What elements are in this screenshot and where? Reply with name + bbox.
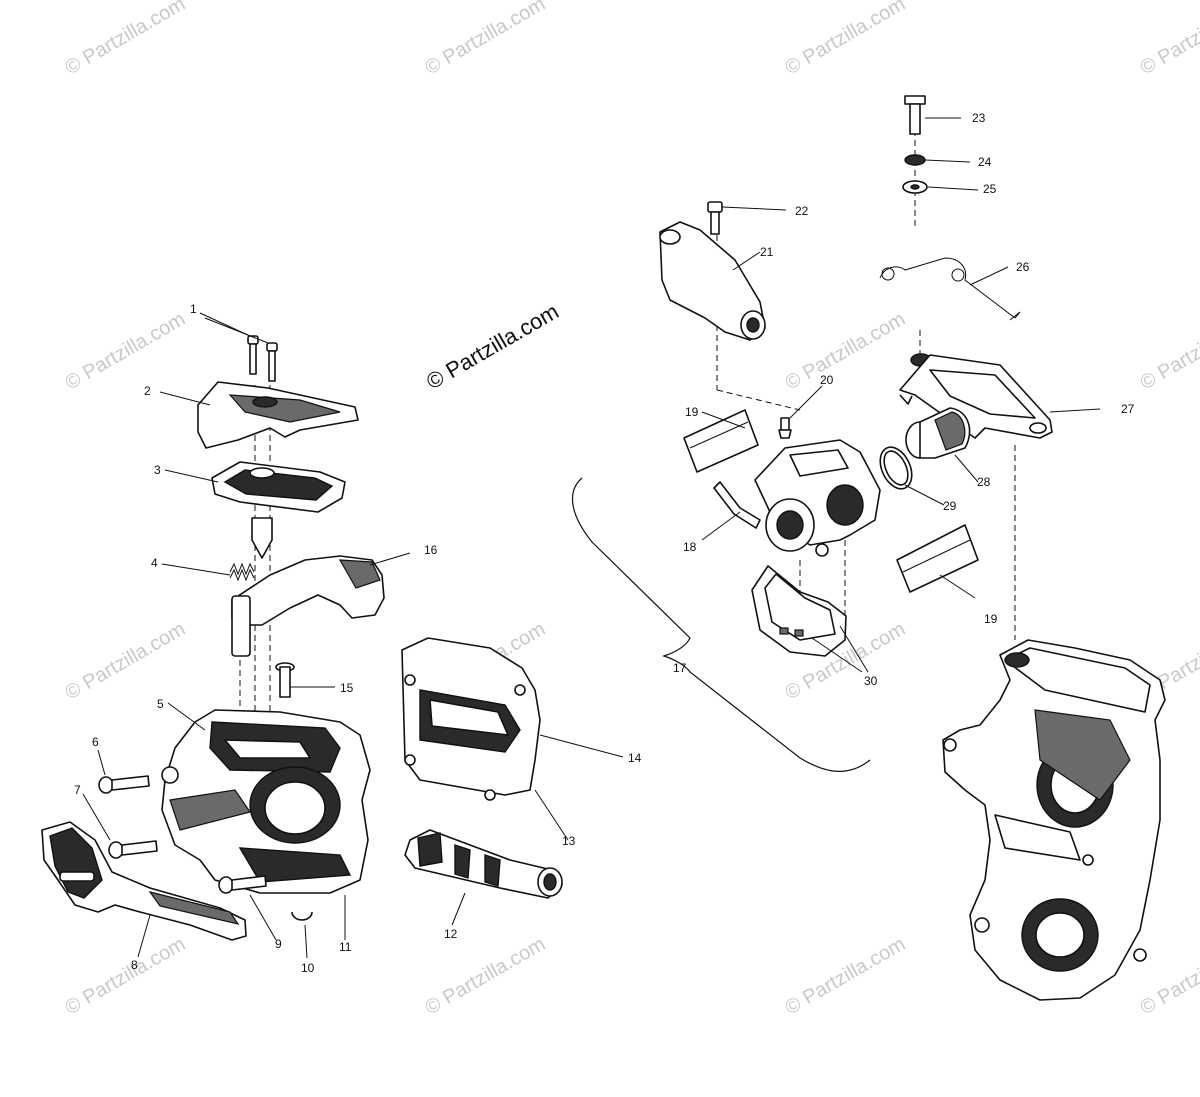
callout-21: 21 (760, 245, 774, 259)
part-26-spring (879, 257, 1021, 321)
callout-17: 17 (673, 661, 687, 675)
watermark: © Partzilla.com (62, 308, 190, 394)
watermark: © Partzilla.com (1137, 933, 1200, 1019)
callout-18: 18 (683, 540, 697, 554)
watermark: © Partzilla.com (782, 308, 910, 394)
callout-1: 1 (190, 302, 197, 316)
gearcase-housing (942, 639, 1166, 1001)
callout-4: 4 (151, 556, 158, 570)
right-assembly (571, 95, 1166, 1001)
callout-11: 11 (339, 940, 352, 954)
watermark: © Partzilla.com (62, 618, 190, 704)
watermark: © Partzilla.com (1137, 0, 1200, 79)
callout-3: 3 (154, 463, 161, 477)
callout-20: 20 (820, 373, 834, 387)
part-3-diaphragm (211, 461, 346, 513)
callout-29: 29 (943, 499, 957, 513)
part-8-brake-lever (41, 821, 247, 941)
part-13-clamp (401, 637, 541, 801)
callout-15: 15 (340, 681, 354, 695)
assembly-axis (716, 389, 801, 411)
callout-28: 28 (977, 475, 991, 489)
callout-24: 24 (978, 155, 992, 169)
part-5-housing (161, 709, 371, 894)
watermark: © Partzilla.com (422, 933, 550, 1019)
part-9-screw (218, 875, 267, 894)
part-1-screws (247, 335, 278, 382)
callout-30: 30 (864, 674, 878, 688)
callouts: 1 2 3 4 5 6 7 8 9 10 11 12 13 14 15 16 1… (74, 111, 1135, 975)
part-7-screw (108, 840, 158, 859)
callout-10: 10 (301, 961, 315, 975)
callout-23: 23 (972, 111, 986, 125)
callout-12: 12 (444, 927, 458, 941)
callout-2: 2 (144, 384, 151, 398)
part-30-pads (751, 565, 847, 657)
caliper-body (754, 439, 881, 557)
callout-8: 8 (131, 958, 138, 972)
part-22-bolt (707, 201, 723, 235)
callout-16: 16 (424, 543, 438, 557)
part-4-spring (229, 562, 255, 582)
part-18-hose (713, 481, 761, 529)
part-24-lockwasher (904, 154, 926, 166)
watermark: © Partzilla.com (62, 933, 190, 1019)
left-assembly (41, 335, 563, 941)
part-28-piston (905, 407, 971, 459)
part-29-seal (879, 446, 913, 490)
watermark: © Partzilla.com (1137, 308, 1200, 394)
part-25-washer (902, 180, 928, 194)
part-16-throttle-lever (231, 555, 385, 657)
watermark: © Partzilla.com (782, 0, 910, 79)
leader-lines (82, 117, 1101, 959)
part-12-sleeve (404, 829, 563, 899)
callout-25: 25 (983, 182, 997, 196)
watermark: © Partzilla.com (62, 0, 190, 79)
callout-14: 14 (628, 751, 642, 765)
part-20-bleeder (778, 417, 792, 439)
group-bracket (571, 477, 871, 772)
part-27-plate (899, 353, 1053, 439)
watermark: © Partzilla.com (422, 0, 550, 79)
callout-19: 19 (984, 612, 998, 626)
callout-6: 6 (92, 735, 99, 749)
part-6-screw (98, 775, 150, 794)
watermark: © Partzilla.com (782, 933, 910, 1019)
plunger (251, 517, 273, 559)
part-10-clip (291, 911, 313, 921)
callout-27: 27 (1121, 402, 1135, 416)
callout-13: 13 (562, 834, 576, 848)
part-15-pin (275, 662, 295, 698)
part-23-bolt (904, 95, 926, 135)
part-2-cover (197, 381, 359, 449)
callout-5: 5 (157, 697, 164, 711)
callout-26: 26 (1016, 260, 1030, 274)
callout-7: 7 (74, 783, 81, 797)
part-19-shim-lower (896, 524, 979, 593)
part-21-fitting (659, 221, 766, 341)
callout-9: 9 (275, 937, 282, 951)
callout-22: 22 (795, 204, 809, 218)
main-watermark: © Partzilla.com (422, 299, 563, 395)
callout-19: 19 (685, 405, 699, 419)
